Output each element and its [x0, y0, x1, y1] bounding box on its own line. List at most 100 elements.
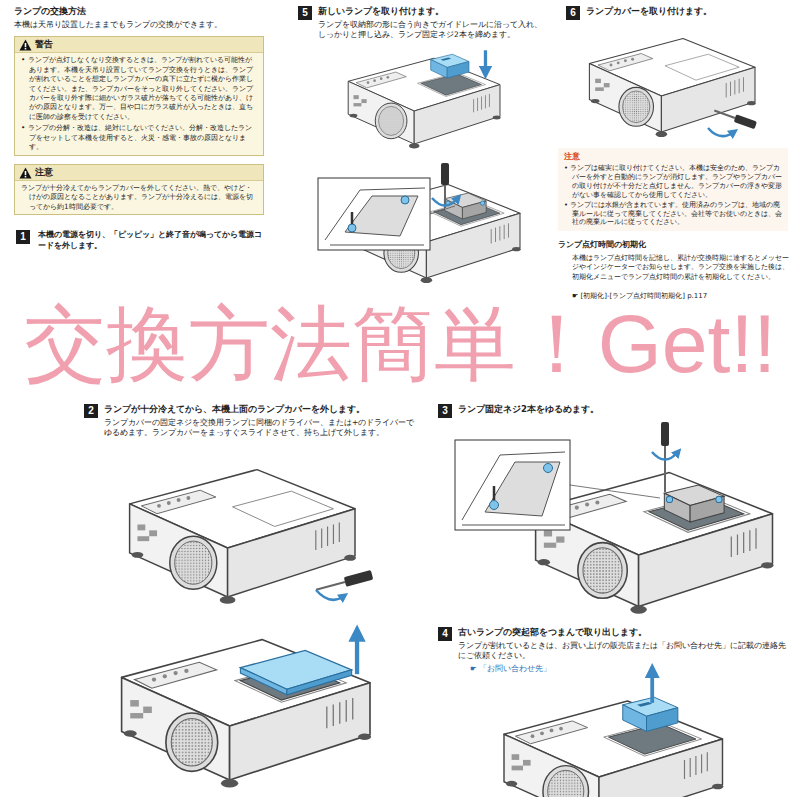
loosen-cover-screw-figure [316, 582, 345, 590]
loosen-lamp-screws-figure [462, 452, 565, 520]
box-heading: 警告 [15, 37, 263, 53]
box-body: • ランプは確実に取り付けてください。本機は安全のため、ランプカバーを外すと自動… [558, 163, 788, 199]
box-body: • ランプが点灯しなくなり交換するときは、ランプが割れている可能性があります。本… [15, 53, 263, 121]
attach-cover-figure [734, 114, 757, 129]
loosen-lamp-screws-figure [455, 440, 570, 530]
loosen-cover-screw-figure [316, 590, 344, 600]
box-heading: 注意 [558, 151, 788, 163]
lift-cover-figure [240, 650, 351, 689]
lift-cover-figure [122, 640, 371, 788]
promo-banner: 交換方法簡単！Get!! [0, 300, 800, 386]
loosen-lamp-screws-figure [462, 525, 565, 526]
remove-lamp-figure [650, 671, 654, 703]
step-body: ランプが割れているときは、お買い上げの販売店または「お問い合わせ先」に記載の連絡… [458, 641, 788, 661]
box-body: • ランプの分解・改造は、絶対にしないでください。分解・改造したランプをセットし… [15, 121, 263, 151]
box-heading: 注意 [15, 165, 263, 181]
sub-body: 本機はランプ点灯時間を記憶し、累計が交換時期に達するとメッセージやインジケーター… [572, 254, 790, 282]
loosen-cover-screw-figure [130, 470, 356, 604]
loosen-lamp-screws-figure [652, 452, 678, 460]
lift-cover-figure [122, 633, 371, 787]
install-lamp-figure [348, 58, 500, 148]
reference-link: ☛ 「お問い合わせ先」 [470, 664, 690, 674]
attach-cover-figure [589, 38, 755, 137]
warning-mark [25, 171, 27, 175]
step-heading: ランプカバーを取り付けます。 [586, 6, 786, 17]
caution-box: 注意ランプが十分冷えてからランプカバーを外してください。熱で、やけど・けがの原因… [14, 164, 264, 216]
remove-lamp-figure [504, 701, 723, 797]
sub-heading: ランプ点灯時間の初期化 [558, 240, 788, 251]
loosen-lamp-screws-figure [536, 473, 774, 614]
step-heading: ランプ固定ネジ2本をゆるめます。 [458, 404, 778, 415]
tighten-screws-figure [318, 178, 430, 250]
loosen-lamp-screws-figure [493, 486, 496, 500]
tighten-screws-figure [318, 163, 521, 283]
loosen-lamp-screws-figure [536, 473, 774, 614]
loosen-lamp-screws-figure [455, 422, 774, 614]
step-number-badge: 3 [438, 404, 452, 418]
step-number: 5 [298, 6, 312, 20]
loosen-lamp-screws-figure [485, 462, 560, 516]
step-heading: 古いランプの突起部をつまんで取り出します。 [458, 627, 788, 638]
step-number-badge: 2 [84, 404, 98, 418]
lift-cover-figure [287, 670, 352, 695]
loosen-cover-screw-figure [130, 470, 374, 604]
tighten-screws-figure [330, 245, 424, 246]
tighten-screws-figure [444, 193, 486, 219]
loosen-cover-screw-figure [130, 470, 356, 604]
tighten-screws-figure [441, 163, 449, 185]
step-heading: 新しいランプを取り付けます。 [318, 6, 546, 17]
attach-cover-figure [714, 110, 735, 118]
loosen-cover-screw-figure [344, 570, 374, 587]
step-text: 本機の電源を切り、「ピッピッ」と終了音が鳴ってから電源コードを外します。 [38, 230, 266, 252]
tighten-screws-figure [345, 196, 418, 236]
warning-mark [25, 43, 27, 47]
attach-cover-figure [589, 38, 755, 137]
loosen-lamp-screws-figure [544, 464, 553, 473]
lift-cover-figure [355, 633, 359, 674]
step-number: 4 [438, 627, 452, 641]
loosen-lamp-screws-figure [570, 485, 660, 498]
tighten-screws-figure [430, 206, 455, 214]
loosen-lamp-screws-figure [490, 501, 499, 510]
step-number: 6 [566, 6, 580, 20]
section-heading: ランプの交換方法 [14, 5, 264, 17]
tighten-screws-figure [432, 198, 458, 206]
remove-lamp-figure [504, 671, 723, 797]
warning-triangle [20, 167, 32, 178]
step-number: 3 [438, 404, 452, 418]
step-heading: ランプが十分冷えてから、本機上面のランプカバーを外します。 [104, 404, 424, 415]
intro-note: 本機は天吊り設置したままでもランプの交換ができます。 [14, 20, 274, 30]
step-body: ランプを収納部の形に合う向きでガイドレールに沿って入れ、しっかりと押し込み、ラン… [318, 20, 546, 40]
install-lamp-figure [431, 54, 469, 78]
attach-cover-figure [589, 38, 757, 137]
loosen-lamp-screws-figure [661, 422, 669, 446]
loosen-lamp-screws-figure [664, 485, 724, 522]
loosen-cover-screw-figure [315, 570, 374, 595]
warning-mark [25, 176, 27, 178]
install-lamp-figure [348, 50, 500, 148]
step-number-badge: 4 [438, 627, 452, 641]
box-body: ランプが十分冷えてからランプカバーを外してください。熱で、やけど・けがの原因とな… [15, 181, 263, 211]
warning-mark [25, 48, 27, 50]
step-number-badge: 5 [298, 6, 312, 20]
attach-cover-figure [708, 128, 734, 136]
step-number: 2 [84, 404, 98, 418]
attach-cover-figure [713, 107, 757, 130]
step-number-badge: 6 [566, 6, 580, 20]
caution-box: 注意• ランプは確実に取り付けてください。本機は安全のため、ランプカバーを外すと… [558, 148, 788, 231]
warning-icon [19, 167, 32, 179]
warning-triangle [20, 40, 32, 51]
remove-lamp-figure [504, 671, 723, 797]
warning-icon [19, 39, 32, 51]
tighten-screws-figure [325, 188, 425, 240]
step-number-badge: 1 [16, 230, 30, 244]
warning-box: 警告• ランプが点灯しなくなり交換するときは、ランプが割れている可能性があります… [14, 36, 264, 156]
box-body: • ランプには水銀が含まれています。使用済みのランプは、地域の廃棄ルールに従って… [558, 200, 788, 227]
lift-cover-figure [240, 668, 286, 695]
tighten-screws-figure [348, 224, 356, 232]
loosen-lamp-screws-figure [664, 446, 666, 492]
step-number: 1 [16, 230, 30, 244]
tighten-screws-figure [351, 212, 354, 224]
tighten-screws-figure [401, 196, 409, 204]
